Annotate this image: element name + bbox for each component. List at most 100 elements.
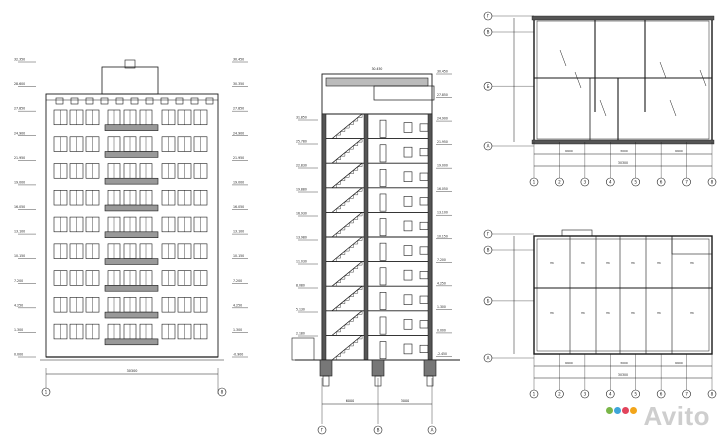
section-axis-В [373,425,383,435]
plan-axis-bottom-7-label: 7 [685,392,688,397]
balcony-rail [104,338,159,346]
section-window [419,271,429,280]
plan-axis-bottom-5 [631,389,641,399]
section-level-right: 21.950 [437,140,448,144]
plan-axis-left-А [483,353,493,363]
attic-window [100,97,109,105]
plan-axis-bottom-4 [605,389,615,399]
level-mark-right: 30.450 [233,58,244,62]
axis-marker-facade-left [41,387,51,397]
level-mark-left: 10.150 [14,254,25,258]
stair-flight [331,261,363,287]
section-dim-2: 3000 [401,399,409,403]
plan-dim: 6600 [565,361,573,365]
section-axis-Г-label: Г [321,428,324,433]
section-level-left: 16.930 [296,212,307,216]
watermark-dots [605,401,637,431]
plan-axis-bottom-7-label: 7 [685,180,688,185]
section-dim-1: 6000 [346,399,354,403]
section-window [419,246,429,255]
plan-axis-bottom-6 [656,389,666,399]
hatched-wall-top [531,15,715,21]
plan-axis-bottom-1-label: 1 [533,392,536,397]
stair-flight [331,236,363,262]
facade-elevation: 32.35028.60027.85024.90021.95019.00016.0… [14,58,248,397]
section-outline [321,73,433,361]
foundation [371,359,385,377]
stair-flight [331,138,363,164]
attic-window [115,97,124,105]
section-level-left: 13.980 [296,236,307,240]
section-level-left: 2.180 [296,332,305,336]
slab-mark: ПК [657,311,661,315]
section-level-right: 0.000 [437,328,446,332]
dimension-total: 30300 [127,369,138,373]
level-mark-right: 1.300 [233,328,242,332]
plan-dim-total: 30300 [618,161,628,165]
section-level-right: 16.050 [437,187,448,191]
plan-axis-bottom-1-label: 1 [533,180,536,185]
slab-mark: ПК [631,261,635,265]
level-mark-left: 0.000 [14,353,23,357]
plan-axis-bottom-4-label: 4 [609,392,612,397]
stair-flight [331,113,363,139]
hatched-wall-bottom [531,139,715,145]
plan-axis-left-А-label: А [487,144,490,149]
balcony-rail [104,151,159,158]
level-mark-right: 30.350 [233,82,244,86]
level-mark-right: 13.100 [233,230,244,234]
level-mark-right: 7.200 [233,279,242,283]
plan-axis-bottom-2 [555,389,564,399]
section-window [419,344,429,353]
section-window [403,171,413,182]
load-arrow [559,49,567,67]
section-window [403,294,413,305]
section-level-right: -2.450 [437,352,447,356]
plan-axis-bottom-7 [682,177,691,187]
plan-dim: 6600 [675,149,683,153]
plan-axis-bottom-4-label: 4 [609,180,612,185]
roof-slab [325,77,429,87]
wall-outer-right [427,113,433,361]
building-section: 31.85025.78022.83019.88016.93013.98011.0… [291,67,460,435]
level-mark-right: 10.150 [233,254,244,258]
section-door [379,218,387,237]
plan-axis-bottom-6-label: 6 [660,392,663,397]
balcony-rail [104,231,159,238]
level-mark-right: -0.900 [233,353,243,357]
level-mark-left: 32.350 [14,58,25,62]
balcony-rail [104,204,159,212]
plan-axis-left-Б [483,81,493,91]
section-door [379,292,387,310]
plan-dim: 6600 [675,361,683,365]
stair-flight [331,212,363,238]
load-arrow [599,99,607,117]
plan-dim: 6600 [565,149,573,153]
machine-room [373,85,435,101]
corner-bay [671,235,713,255]
level-mark-right: 4.250 [233,303,242,307]
level-mark-left: 13.100 [14,230,25,234]
section-level-right: 10.150 [437,234,448,238]
plan-axis-bottom-2-label: 2 [558,392,561,397]
stair-flight [331,162,363,189]
balcony-rail [104,258,159,265]
section-top-label: 30.450 [372,67,383,71]
section-window [403,343,413,355]
level-mark-left: 4.250 [14,303,23,307]
plan-axis-bottom-2 [555,177,564,187]
plan-axis-bottom-1 [529,177,539,187]
plan-axis-bottom-5-label: 5 [634,392,637,397]
axis-marker-facade-right-label: 8 [221,390,224,395]
section-axis-А-label: А [431,428,434,433]
section-window [419,123,429,132]
plan-axis-bottom-2-label: 2 [558,180,561,185]
section-level-right: 27.850 [437,93,448,97]
load-arrow [659,61,667,79]
plan-axis-bottom-8 [707,177,717,187]
balcony-rail [104,285,159,292]
plan-axis-bottom-8-label: 8 [711,180,714,185]
slab-mark: ПК [550,261,554,265]
